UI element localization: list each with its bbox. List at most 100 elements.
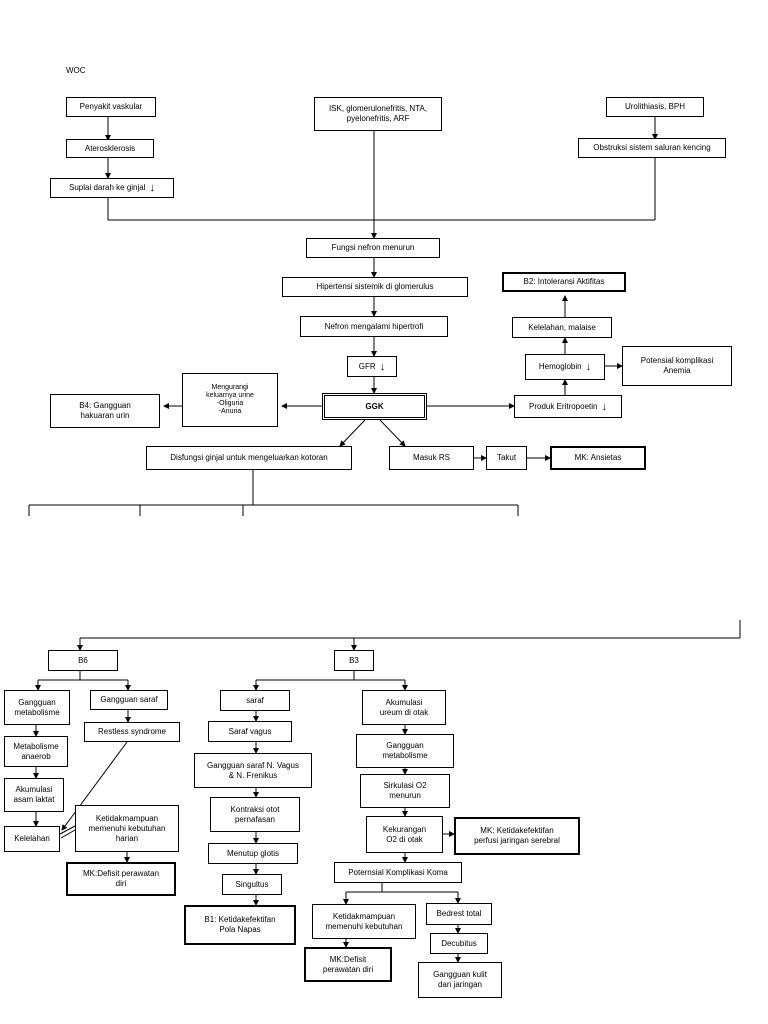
node-label: Mengurangi keluarnya urine -Oliguria -An… bbox=[206, 384, 254, 415]
node-b2: B2: Intoleransi Aktifitas bbox=[502, 272, 626, 292]
node-label: B6 bbox=[78, 655, 88, 665]
node-label: Kelelahan, malaise bbox=[528, 322, 596, 332]
node-label: Nefron mengalami hipertrofi bbox=[324, 321, 424, 331]
node-b4: B4: Gangguan hakuaran urin bbox=[50, 394, 160, 428]
node-label: B3 bbox=[349, 655, 359, 665]
down-arrow-icon: ↓ bbox=[601, 400, 607, 413]
node-label: Bedrest total bbox=[436, 909, 482, 918]
node-label: Gangguan kulit dan jaringan bbox=[433, 970, 487, 989]
node-label: Singultus bbox=[235, 879, 269, 889]
node-label: Restless syndrome bbox=[97, 727, 167, 736]
node-label: Obstruksi sistem saluran kencing bbox=[593, 143, 711, 152]
node-kelelahan-malaise: Kelelahan, malaise bbox=[512, 317, 612, 338]
node-fungsi-nefron: Fungsi nefron menurun bbox=[306, 238, 440, 258]
node-b3: B3 bbox=[334, 650, 374, 671]
node-label: MK: Ansietas bbox=[574, 453, 622, 462]
node-label: MK: Ketidakefektifan perfusi jaringan se… bbox=[474, 826, 560, 845]
node-label: Ketidakmampuan memenuhi kebutuhan bbox=[325, 911, 403, 931]
node-masuk-rs: Masuk RS bbox=[389, 446, 474, 470]
node-label: GFR bbox=[358, 361, 376, 371]
node-metabolisme-anaerob: Metabolisme anaerob bbox=[4, 736, 68, 767]
page-title: WOC bbox=[66, 66, 86, 75]
node-akumulasi-asam: Akumulasi asam laktat bbox=[4, 778, 64, 812]
node-bedrest: Bedrest total bbox=[426, 903, 492, 925]
node-obstruksi: Obstruksi sistem saluran kencing bbox=[578, 138, 726, 158]
node-label: Takut bbox=[496, 453, 517, 462]
node-produk-eritropoetin: Produk Eritropoetin↓ bbox=[514, 395, 622, 418]
node-label: Saraf vagus bbox=[228, 726, 272, 736]
node-label: saraf bbox=[246, 695, 264, 705]
node-ggk: GGK bbox=[322, 393, 427, 420]
node-label: Gangguan metabolisme bbox=[382, 741, 428, 760]
node-mengurangi: Mengurangi keluarnya urine -Oliguria -An… bbox=[182, 373, 278, 427]
node-label: Suplai darah ke ginjal bbox=[69, 183, 146, 192]
node-ketidakmampuan-harian: Ketidakmampuan memenuhi kebutuhan harian bbox=[75, 805, 179, 852]
node-label: ISK, glomerulonefritis, NTA, pyelonefrit… bbox=[328, 104, 428, 123]
node-label: Produk Eritropoetin bbox=[529, 401, 598, 411]
node-gangguan-kulit: Gangguan kulit dan jaringan bbox=[418, 962, 502, 998]
node-restless: Restless syndrome bbox=[84, 722, 180, 742]
down-arrow-icon: ↓ bbox=[379, 360, 386, 373]
node-kekurangan-o2: Kekurangan O2 di otak bbox=[366, 816, 443, 853]
node-label: Hemoglobin bbox=[538, 362, 582, 371]
node-akumulasi-ureum: Akumulasi ureum di otak bbox=[362, 690, 446, 725]
node-label: Potensial komplikasi Anemia bbox=[640, 356, 714, 375]
node-saraf-vagus: Saraf vagus bbox=[208, 721, 292, 742]
node-mk-defisit-1: MK:Defisit perawatan diri bbox=[66, 862, 176, 896]
node-potensial-koma: Poternsial Komplikasi Koma bbox=[334, 862, 462, 883]
node-label: Fungsi nefron menurun bbox=[331, 243, 415, 252]
down-arrow-icon: ↓ bbox=[149, 182, 156, 194]
node-label: Gangguan saraf bbox=[100, 695, 158, 704]
node-label: MK:Defisit perawatan diri bbox=[322, 954, 374, 974]
node-label: Metabolisme anaerob bbox=[13, 741, 59, 761]
node-disfungsi: Disfungsi ginjal untuk mengeluarkan koto… bbox=[146, 446, 352, 470]
node-label: Kekurangan O2 di otak bbox=[382, 824, 427, 844]
node-gangguan-saraf: Gangguan saraf bbox=[90, 690, 168, 710]
node-gangguan-saraf-vagus: Gangguan saraf N. Vagus & N. Frenikus bbox=[194, 753, 312, 788]
node-b6: B6 bbox=[48, 650, 118, 671]
node-sirkulasi-o2: Sirkulasi O2 menurun bbox=[360, 774, 450, 808]
node-label: Gangguan saraf N. Vagus & N. Frenikus bbox=[207, 760, 299, 780]
node-label: Poternsial Komplikasi Koma bbox=[348, 867, 448, 877]
node-singultus: Singultus bbox=[222, 874, 282, 895]
node-saraf: saraf bbox=[220, 690, 290, 711]
node-label: Akumulasi asam laktat bbox=[13, 785, 55, 804]
node-isk: ISK, glomerulonefritis, NTA, pyelonefrit… bbox=[314, 97, 442, 131]
node-label: Aterosklerosis bbox=[84, 143, 136, 153]
node-takut: Takut bbox=[486, 446, 527, 470]
node-ketidakmampuan-2: Ketidakmampuan memenuhi kebutuhan bbox=[312, 904, 416, 939]
node-label: Hipertensi sistemik di glomerulus bbox=[316, 282, 434, 291]
node-label: Menutup glotis bbox=[226, 848, 280, 858]
node-gangguan-metabolisme-2: Gangguan metabolisme bbox=[356, 734, 454, 768]
node-label: Disfungsi ginjal untuk mengeluarkan koto… bbox=[170, 453, 328, 462]
down-arrow-icon: ↓ bbox=[585, 361, 592, 373]
node-label: Sirkulasi O2 menurun bbox=[383, 781, 427, 800]
node-aterosklerosis: Aterosklerosis bbox=[66, 139, 154, 158]
node-menutup-glotis: Menutup glotis bbox=[208, 843, 298, 864]
node-label: Masuk RS bbox=[413, 453, 450, 462]
node-mk-defisit-2: MK:Defisit perawatan diri bbox=[304, 947, 392, 982]
node-label: Kelelahan bbox=[14, 834, 50, 843]
node-label: Ketidakmampuan memenuhi kebutuhan harian bbox=[88, 813, 166, 843]
node-kontraksi: Kontraksi otot pernafasan bbox=[210, 797, 300, 832]
node-gangguan-metabolisme: Gangguan metabolisme bbox=[4, 690, 70, 725]
node-label: Akumulasi ureum di otak bbox=[379, 697, 429, 717]
node-label: Urolithiasis, BPH bbox=[624, 102, 685, 111]
node-b1: B1: Ketidakefektifan Pola Napas bbox=[184, 905, 296, 945]
node-decubitus: Decubitus bbox=[430, 933, 488, 954]
node-nefron-hipertrofi: Nefron mengalami hipertrofi bbox=[300, 316, 448, 337]
node-hemoglobin: Hemoglobin↓ bbox=[525, 354, 605, 380]
node-potensial-anemia: Potensial komplikasi Anemia bbox=[622, 346, 732, 386]
node-label: Penyakit vaskular bbox=[79, 102, 143, 111]
node-urolithiasis: Urolithiasis, BPH bbox=[606, 97, 704, 117]
node-label: B4: Gangguan hakuaran urin bbox=[79, 401, 131, 420]
node-penyakit-vaskular: Penyakit vaskular bbox=[66, 97, 156, 117]
node-label: GGK bbox=[365, 401, 384, 411]
node-label: Kontraksi otot pernafasan bbox=[230, 804, 280, 824]
node-mk-perfusi: MK: Ketidakefektifan perfusi jaringan se… bbox=[454, 817, 580, 855]
node-label: B2: Intoleransi Aktifitas bbox=[523, 277, 605, 286]
node-label: Gangguan metabolisme bbox=[14, 697, 60, 717]
node-kelelahan: Kelelahan bbox=[4, 826, 60, 852]
node-gfr: GFR↓ bbox=[347, 356, 397, 377]
